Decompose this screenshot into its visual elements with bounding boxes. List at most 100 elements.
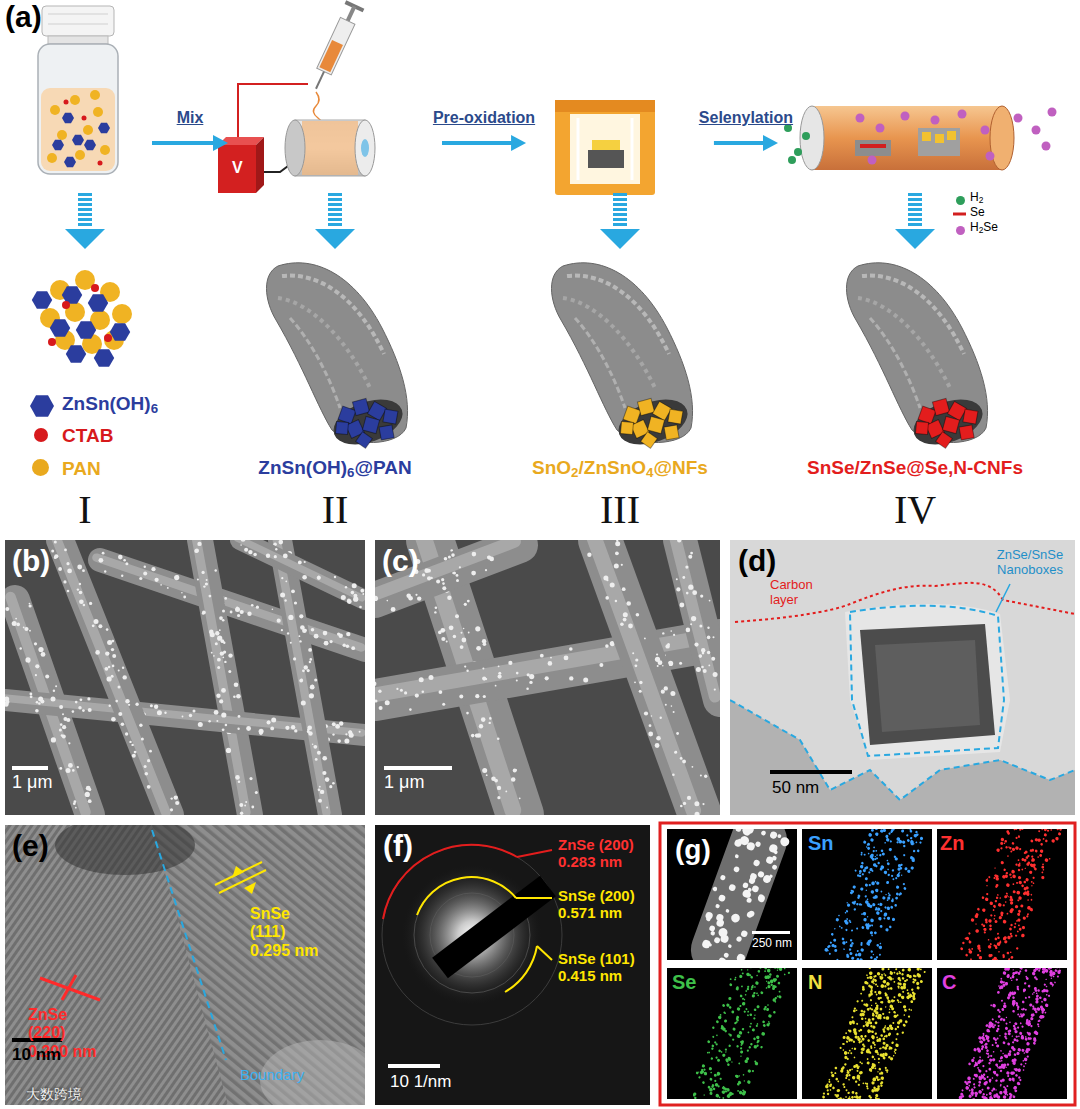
eds-mapping-g-part-part-part [1031, 855, 1034, 858]
sem-image-b-part-part [155, 578, 159, 582]
sem-image-c-part-part [456, 579, 459, 582]
sem-image-c-part-part [714, 689, 716, 691]
eds-mapping-g-part-part-part [907, 839, 911, 843]
eds-mapping-g-part-part-part [768, 843, 779, 854]
sem-image-b-part-part [294, 601, 297, 604]
selenylation-tube-part [855, 140, 891, 156]
eds-mapping-g-part-part-part [866, 1008, 870, 1012]
selenylation-tube-part [876, 124, 885, 133]
sem-image-c-part-part [497, 786, 501, 790]
eds-mapping-g-part-part-part [735, 1075, 739, 1079]
eds-mapping-g-part-part-part [871, 1030, 874, 1033]
eds-mapping-g-part-part-part [735, 977, 737, 979]
eds-mapping-g-part-part-part [836, 1089, 840, 1093]
sem-image-b-part-part [151, 567, 155, 571]
eds-mapping-g-part-part-part [977, 946, 981, 950]
sem-image-c-part-part [489, 722, 491, 724]
eds-mapping-g-part-part-part [741, 972, 744, 975]
eds-mapping-g-part-part-part [1026, 862, 1030, 866]
eds-mapping-g-part-part-part [753, 1037, 756, 1040]
sem-image-b-part-part [176, 575, 179, 578]
eds-mapping-g-part-part-part [1016, 947, 1019, 950]
sem-image-b-part-part [272, 608, 274, 610]
sem-image-b-part-part [36, 701, 39, 704]
sem-image-b-part-part [344, 738, 349, 743]
eds-mapping-g-part-part-part [1051, 839, 1055, 843]
sem-image-c-part-part [529, 681, 532, 684]
sem-image-b-part-part [105, 651, 109, 655]
sem-image-b-part-part [193, 710, 196, 713]
sem-image-b-part-part [220, 651, 224, 655]
eds-mapping-g-part-part-part [897, 867, 901, 871]
eds-mapping-g-part-part-part [1041, 871, 1043, 873]
eds-mapping-g-part-part-part [889, 977, 893, 981]
eds-mapping-g-part-part-part [729, 1094, 732, 1097]
reagent-vial-part [42, 6, 114, 36]
sem-image-c-part-part [375, 596, 378, 601]
sem-image-b-part-part [195, 549, 199, 553]
eds-mapping-g-part-part-part [861, 999, 864, 1002]
eds-mapping-g-part-part-part [883, 917, 886, 920]
sem-image-b-part-part [30, 693, 33, 696]
sem-image-c-part-part [655, 743, 660, 748]
eds-mapping-g-part-part-part [824, 947, 829, 952]
eds-mapping-g-part-part-part [1018, 835, 1021, 838]
eds-mapping-g-part-part-part [1003, 842, 1005, 844]
sem-image-c-part-part [680, 805, 683, 808]
eds-mapping-g-part-part-part [852, 1022, 855, 1025]
eds-mapping-g-part-part-part [1031, 860, 1033, 862]
eds-mapping-g-part-part-part [715, 1056, 718, 1059]
sem-image-c-part-part [683, 802, 686, 805]
eds-mapping-g-part-part-part [850, 939, 853, 942]
reagent-vial-part [100, 145, 110, 155]
eds-mapping-g-part-part-part [977, 954, 980, 957]
eds-mapping-g-part-part-part [875, 881, 877, 883]
electrospinning-setup-part-part [317, 17, 355, 75]
sem-image-b-part-part [78, 706, 81, 709]
eds-mapping-g-part-part-part [1026, 915, 1029, 918]
sem-image-b-part-part [241, 540, 246, 542]
eds-mapping-g-part-part-part [903, 1014, 905, 1016]
eds-mapping-g-part-part-part [1056, 829, 1059, 831]
reagent-vial-part [75, 150, 85, 160]
eds-mapping-g-part-part-part [960, 947, 964, 951]
sem-image-b-part-part [310, 658, 313, 661]
selenylation-tube-part [918, 128, 960, 156]
eds-mapping-g-part-part-part [867, 1029, 871, 1033]
sem-image-c-part-part [468, 632, 470, 634]
eds-mapping-g-part-part-part [734, 978, 737, 981]
eds-mapping-g-part-part-part [835, 918, 839, 922]
eds-mapping-g-part-part-part [859, 864, 863, 868]
eds-mapping-g-part-part-part [767, 857, 771, 861]
sem-image-b-part-part [238, 715, 241, 718]
sem-image-c-part-part [439, 690, 443, 694]
eds-mapping-g-part-part-part [1027, 905, 1032, 910]
sem-image-b-part-part [346, 632, 350, 636]
eds-mapping-g-part-part-part [1027, 899, 1029, 901]
eds-mapping-g-part-part-part [716, 1073, 719, 1076]
eds-mapping-g-part-part-part [746, 911, 753, 918]
eds-mapping-g-part-part-part [1030, 909, 1033, 912]
hrtem-image-e [5, 825, 365, 1105]
eds-mapping-g-part-part-part [757, 893, 766, 902]
sem-image-b-part [5, 540, 365, 815]
saed-pattern-f-part [417, 877, 516, 915]
eds-mapping-g-part-part-part [1042, 838, 1044, 840]
sem-image-b-part-part [143, 572, 147, 576]
sem-image-b-part-part [23, 627, 25, 629]
eds-mapping-g-part-part-part [871, 924, 874, 927]
eds-mapping-g-part-part-part [709, 1077, 713, 1081]
sem-image-b-part-part [221, 688, 226, 693]
eds-mapping-g-part-part-part [1041, 829, 1043, 830]
eds-mapping-g-part-part-part [888, 1024, 892, 1028]
sem-image-c-part-part [459, 566, 461, 568]
sem-image-b-part-part [118, 712, 122, 716]
selenylation-tube-part [802, 132, 810, 140]
selenylation-tube-part [856, 114, 865, 123]
sem-image-b-part-part [256, 606, 259, 609]
sem-image-b-part-part [311, 628, 315, 632]
eds-mapping-g-part-part-part [1006, 894, 1008, 896]
eds-mapping-g-part-part-part [1024, 867, 1026, 869]
eds-mapping-g-part-part-part [870, 999, 873, 1002]
reagent-vial-part [93, 107, 103, 117]
